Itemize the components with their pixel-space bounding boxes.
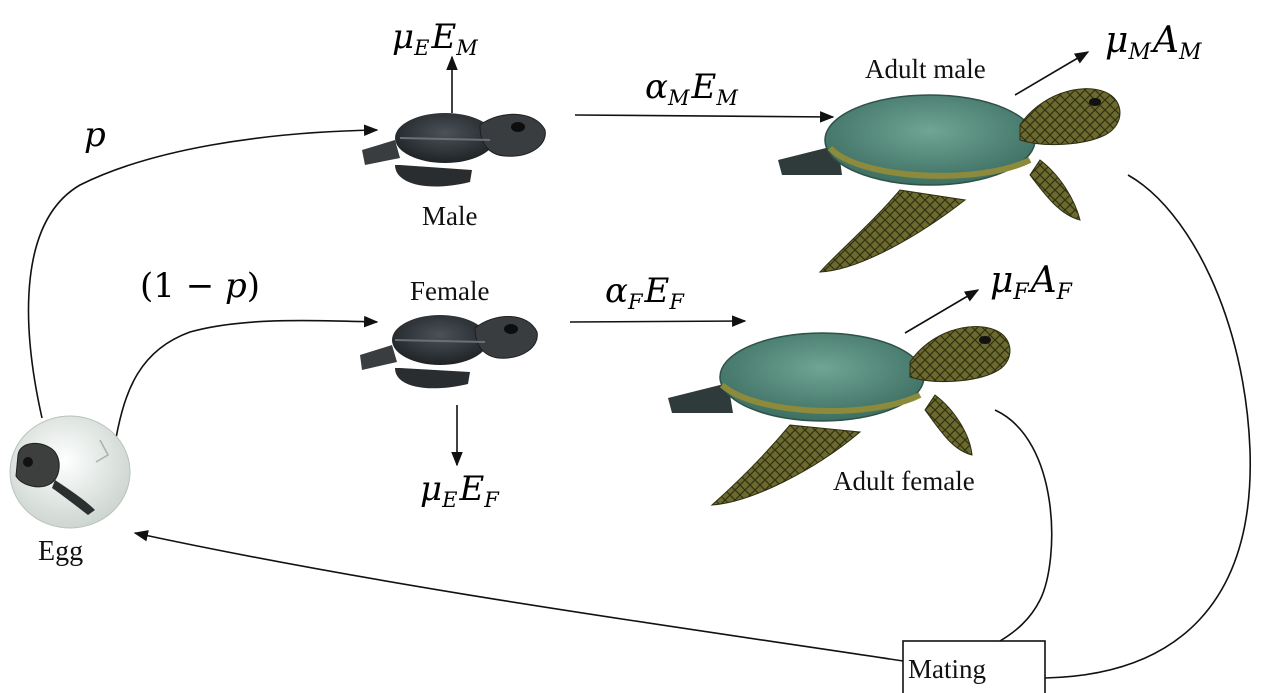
rate-mu-E-E-M-sub1: E <box>413 36 429 60</box>
rate-mu-E-E-F-sub1: E <box>441 488 457 512</box>
rate-mu-E-E-M: μEEM <box>392 17 478 60</box>
rate-alpha-F-E-F: αFEF <box>605 271 685 314</box>
rate-mu-E-E-F: μEEF <box>420 469 500 512</box>
rate-mu-E-E-M-greek: μ <box>392 17 414 57</box>
rate-alpha-M-E-M-sub1: M <box>667 86 690 110</box>
rate-mu-F-A-F-greek: μ <box>990 260 1013 301</box>
rate-mu-E-E-F-sub2: F <box>483 488 500 512</box>
male-hatchling-icon <box>362 113 545 187</box>
female-hatchling-icon <box>360 315 537 388</box>
mating-node: Mating <box>903 641 1045 693</box>
rate-alpha-F-E-F-sub1: F <box>627 290 644 314</box>
mating-label: Mating <box>908 654 986 684</box>
rate-mu-F-A-F-sub1: F <box>1012 280 1029 305</box>
rate-alpha-F-E-F-sub2: F <box>668 290 685 314</box>
male-label: Male <box>422 201 477 231</box>
rate-one-minus-p-close: ) <box>247 266 260 306</box>
rate-one-minus-p-open: (1 − <box>140 266 225 306</box>
rate-mu-E-E-M-var: E <box>430 17 456 57</box>
rate-one-minus-p-symbol: p <box>225 266 247 306</box>
flow-arrows <box>29 52 1251 678</box>
rate-alpha-M-E-M-greek: α <box>645 67 668 107</box>
rate-p-symbol: p <box>84 115 106 155</box>
arrow-egg-to-female <box>116 321 377 438</box>
rate-mu-F-A-F: μFAF <box>990 260 1073 305</box>
arrow-adult-male-mortality <box>1015 52 1088 95</box>
rate-mu-M-A-M: μMAM <box>1105 20 1202 65</box>
egg-icon <box>10 416 130 528</box>
rate-alpha-M-E-M-var: E <box>690 67 716 107</box>
rate-mu-M-A-M-sub2: M <box>1178 40 1202 65</box>
arrow-mating-to-egg <box>135 533 903 661</box>
rate-mu-F-A-F-var: A <box>1028 260 1057 301</box>
rate-alpha-M-E-M-sub2: M <box>715 86 738 110</box>
rate-mu-E-E-F-greek: μ <box>420 469 442 509</box>
rate-mu-M-A-M-var: A <box>1150 20 1179 61</box>
rate-mu-M-A-M-sub1: M <box>1127 40 1151 65</box>
rate-mu-F-A-F-sub2: F <box>1056 280 1073 305</box>
rate-mu-E-E-M-sub2: M <box>455 36 478 60</box>
curve-adult-male-to-mating <box>1045 175 1250 678</box>
curve-adult-female-to-mating <box>995 410 1052 641</box>
rate-one-minus-p: (1 − p) <box>140 266 260 306</box>
rate-alpha-F-E-F-greek: α <box>605 271 628 311</box>
arrow-male-maturation <box>575 115 833 117</box>
egg-label: Egg <box>38 536 83 567</box>
rate-p: p <box>84 115 106 155</box>
female-label: Female <box>410 276 489 306</box>
arrow-female-maturation <box>570 321 745 322</box>
rate-mu-E-E-F-var: E <box>458 469 484 509</box>
rate-mu-M-A-M-greek: μ <box>1105 20 1128 61</box>
adult-female-label: Adult female <box>833 466 975 496</box>
adult-male-label: Adult male <box>865 54 986 84</box>
rate-alpha-M-E-M: αMEM <box>645 67 738 110</box>
rate-alpha-F-E-F-var: E <box>644 271 670 311</box>
